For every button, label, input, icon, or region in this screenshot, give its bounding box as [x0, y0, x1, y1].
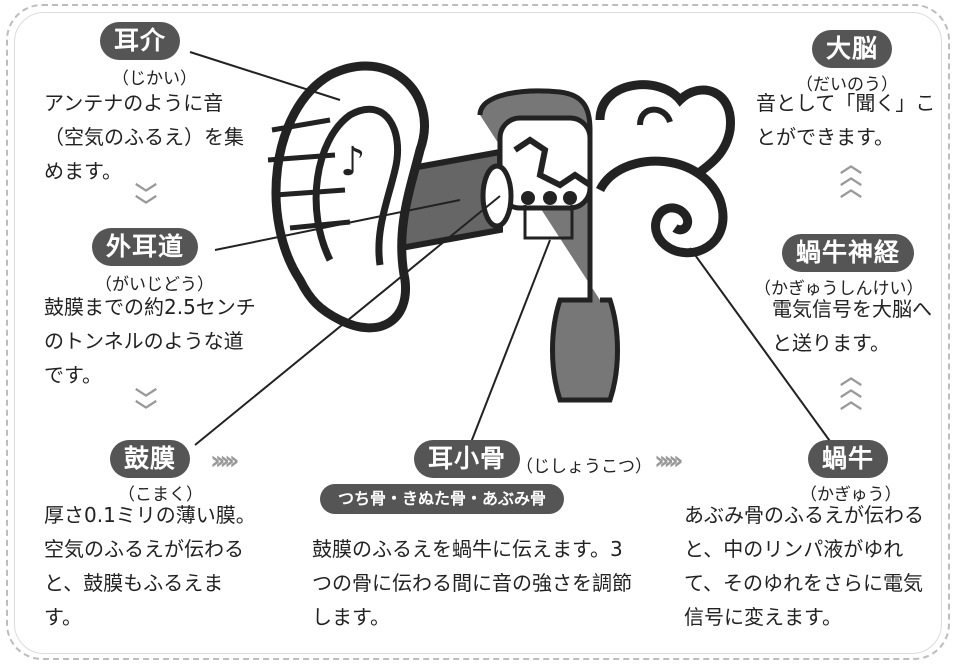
chevron-down-icon: ﹀﹀: [135, 183, 158, 220]
eardrum-description: 厚さ0.1ミリの薄い膜。空気のふるえが伝わると、鼓膜もふるえます。: [44, 503, 256, 629]
eardrum-reading: （こまく）: [118, 485, 203, 505]
chevron-right-icon: ›››››: [210, 446, 239, 476]
chevron-up-icon: ︿︿︿: [840, 365, 863, 414]
sound-wave-line: [289, 219, 351, 231]
canal-inner-loop: [637, 106, 673, 126]
cochlea-shape: [595, 156, 728, 258]
sound-wave-line: [274, 187, 346, 198]
ossicle-dot: [521, 191, 535, 205]
ossicles-title: 耳小骨: [414, 440, 521, 478]
cerebrum-description: 音として「聞く」ことができます。: [756, 91, 936, 149]
chevron-up-icon: ︿︿︿: [840, 153, 863, 202]
ossicles-description: 鼓膜のふるえを蝸牛に伝えます。3つの骨に伝わる間に音の強さを調節します。: [312, 537, 632, 629]
chevron-right-icon: ›››››: [654, 446, 683, 476]
ossicles-bracket: [523, 205, 574, 240]
auricle-outer-shape: [271, 61, 429, 333]
decorative-frame: [6, 4, 950, 660]
semicircular-canals-shape: [595, 80, 735, 184]
ossicles-shape: [513, 136, 592, 189]
chevron-down-icon: ﹀﹀: [135, 388, 158, 425]
cochlea-title: 蝸牛: [808, 440, 889, 478]
cochlea-reading: （かぎゅう）: [800, 485, 902, 505]
auricle-reading: （じかい）: [112, 69, 197, 89]
pointer-line-cochlea: [689, 247, 841, 456]
ear-canal-title: 外耳道: [92, 228, 199, 266]
pointer-line-auricle: [189, 51, 341, 101]
ear-canal-description: 鼓膜までの約2.5センチのトンネルのような道です。: [44, 295, 256, 387]
ossicles-bones-label: つち骨・きぬた骨・あぶみ骨: [320, 484, 565, 514]
cochlear-nerve-description: 電気信号を大脳へと送ります。: [772, 297, 932, 355]
music-note-icon: ♪: [340, 139, 366, 185]
auricle-title: 耳介: [100, 22, 181, 60]
decorative-frame-inner: [14, 12, 942, 654]
auricle-description: アンテナのように音（空気のふるえ）を集めます。: [44, 91, 244, 183]
ossicle-dot: [563, 191, 577, 205]
eardrum-shape: [480, 163, 514, 229]
cochlear-nerve-title: 蝸牛神経: [782, 234, 915, 272]
sound-wave-line: [271, 117, 331, 133]
ossicles-reading: （じしょうこつ）: [516, 457, 652, 477]
pointer-line-ear-canal: [214, 199, 461, 251]
ear-canal-reading: （がいじどう）: [95, 275, 214, 295]
cochlea-description: あぶみ骨のふるえが伝わると、中のリンパ液がゆれて、そのゆれをさらに電気信号に変え…: [684, 503, 924, 629]
cerebrum-title: 大脳: [812, 30, 893, 68]
sound-wave-line: [267, 152, 336, 163]
cochlear-nerve-reading: （かぎゅうしんけい）: [754, 279, 924, 299]
cerebrum-reading: （だいのう）: [796, 75, 898, 95]
ossicle-dot: [543, 191, 557, 205]
pointer-line-eardrum: [194, 195, 501, 446]
pointer-line-ossicles: [469, 239, 551, 446]
eardrum-title: 鼓膜: [110, 440, 191, 478]
